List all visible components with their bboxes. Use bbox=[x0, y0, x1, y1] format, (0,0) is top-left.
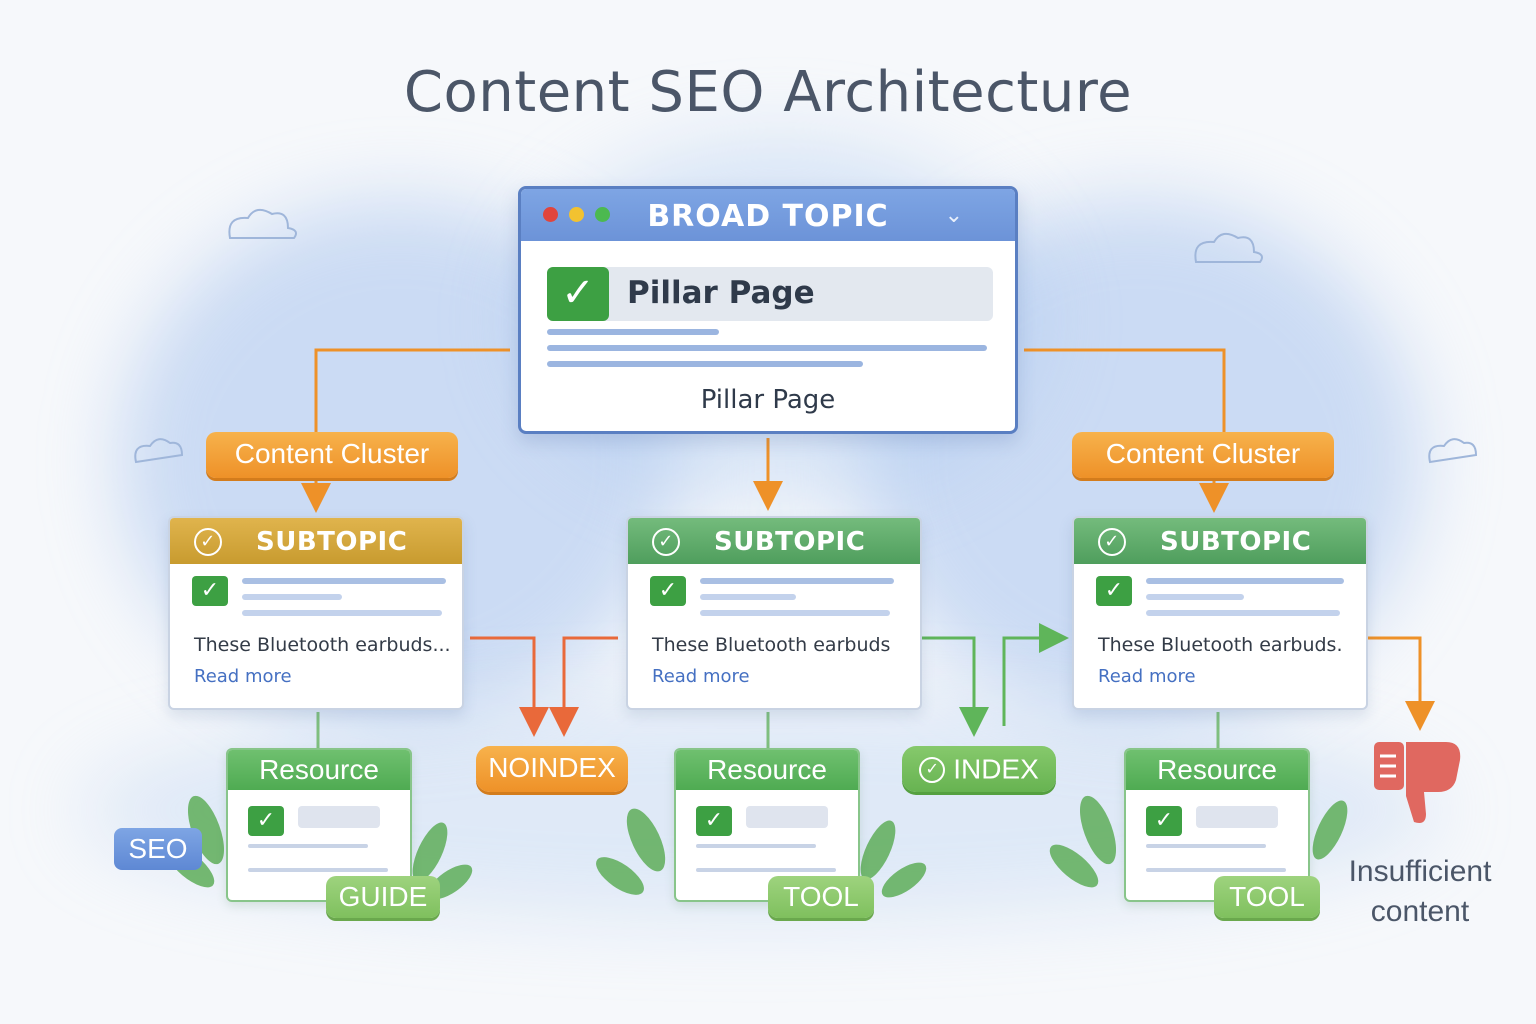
subtopic-snippet: These Bluetooth earbuds bbox=[652, 634, 891, 656]
text-line bbox=[700, 610, 890, 616]
text-line bbox=[242, 594, 342, 600]
broad-topic-title: BROAD TOPIC bbox=[647, 199, 889, 234]
check-circle-icon: ✓ bbox=[194, 528, 222, 556]
text-line bbox=[547, 345, 987, 351]
text-line bbox=[1146, 868, 1286, 872]
text-line bbox=[248, 844, 368, 848]
index-tag: ✓ INDEX bbox=[902, 746, 1056, 792]
subtopic-snippet: These Bluetooth earbuds. bbox=[1098, 634, 1343, 656]
placeholder-bar bbox=[298, 806, 380, 828]
noindex-tag: NOINDEX bbox=[476, 746, 628, 792]
pillar-page-label: Pillar Page bbox=[627, 275, 815, 311]
maximize-dot-icon bbox=[595, 207, 610, 222]
seo-tag: SEO bbox=[114, 828, 202, 870]
resource-card-right[interactable]: Resource ✓ bbox=[1124, 748, 1310, 902]
resource-header: Resource bbox=[676, 750, 858, 790]
check-circle-icon: ✓ bbox=[1098, 528, 1126, 556]
index-label: INDEX bbox=[953, 753, 1039, 785]
pillar-page-window[interactable]: BROAD TOPIC ⌄ ✓ Pillar Page Pillar Page bbox=[518, 186, 1018, 434]
arrow-to-noindex-b bbox=[549, 636, 618, 737]
thumbs-down-icon bbox=[1374, 742, 1461, 823]
subtopic-card-left[interactable]: ✓ SUBTOPIC ✓ These Bluetooth earbuds... … bbox=[168, 516, 464, 710]
subtopic-header: ✓ SUBTOPIC bbox=[628, 518, 920, 564]
close-dot-icon bbox=[543, 207, 558, 222]
text-line bbox=[242, 610, 442, 616]
text-line bbox=[547, 329, 719, 335]
connector-left bbox=[314, 348, 510, 432]
check-icon: ✓ bbox=[696, 806, 732, 836]
check-icon: ✓ bbox=[547, 267, 609, 321]
resource-header: Resource bbox=[1126, 750, 1308, 790]
subtopic-label: SUBTOPIC bbox=[256, 527, 408, 557]
cloud-icon bbox=[228, 208, 297, 239]
subtopic-snippet: These Bluetooth earbuds... bbox=[194, 634, 451, 656]
content-cluster-left[interactable]: Content Cluster bbox=[206, 432, 458, 478]
text-line bbox=[242, 578, 446, 584]
arrow-to-noindex-a bbox=[470, 636, 549, 737]
chevron-down-icon: ⌄ bbox=[944, 203, 963, 228]
subtopic-header: ✓ SUBTOPIC bbox=[1074, 518, 1366, 564]
subtopic-label: SUBTOPIC bbox=[1160, 527, 1312, 557]
text-line bbox=[248, 868, 388, 872]
resource-header: Resource bbox=[228, 750, 410, 790]
check-icon: ✓ bbox=[1096, 576, 1132, 606]
text-line bbox=[1146, 844, 1266, 848]
insufficient-content-label: Insufficient content bbox=[1320, 852, 1520, 932]
text-line bbox=[696, 868, 836, 872]
connector-right bbox=[1024, 348, 1226, 432]
read-more-link[interactable]: Read more bbox=[652, 666, 750, 687]
pillar-page-row: ✓ Pillar Page bbox=[547, 267, 993, 321]
pillar-page-caption: Pillar Page bbox=[700, 385, 836, 415]
placeholder-bar bbox=[1196, 806, 1278, 828]
check-circle-icon: ✓ bbox=[652, 528, 680, 556]
placeholder-bar bbox=[746, 806, 828, 828]
check-icon: ✓ bbox=[650, 576, 686, 606]
check-icon: ✓ bbox=[248, 806, 284, 836]
text-line bbox=[1146, 578, 1344, 584]
content-cluster-right[interactable]: Content Cluster bbox=[1072, 432, 1334, 478]
text-line bbox=[700, 594, 796, 600]
insufficient-line-1: Insufficient bbox=[1348, 855, 1492, 888]
subtopic-label: SUBTOPIC bbox=[714, 527, 866, 557]
read-more-link[interactable]: Read more bbox=[1098, 666, 1196, 687]
check-icon: ✓ bbox=[192, 576, 228, 606]
text-line bbox=[1146, 594, 1244, 600]
arrow-to-index bbox=[914, 636, 989, 737]
cloud-icon bbox=[1194, 232, 1263, 263]
read-more-link[interactable]: Read more bbox=[194, 666, 292, 687]
subtopic-card-right[interactable]: ✓ SUBTOPIC ✓ These Bluetooth earbuds. Re… bbox=[1072, 516, 1368, 710]
text-line bbox=[696, 844, 816, 848]
subtopic-card-center[interactable]: ✓ SUBTOPIC ✓ These Bluetooth earbuds Rea… bbox=[626, 516, 922, 710]
cloud-icon bbox=[1428, 438, 1478, 464]
text-line bbox=[700, 578, 894, 584]
subtopic-header: ✓ SUBTOPIC bbox=[170, 518, 462, 564]
arrow-from-index bbox=[1002, 623, 1069, 726]
tool-tag: TOOL bbox=[768, 876, 874, 918]
text-line bbox=[547, 361, 863, 367]
minimize-dot-icon bbox=[569, 207, 584, 222]
text-line bbox=[1146, 610, 1340, 616]
page-title: Content SEO Architecture bbox=[403, 60, 1133, 125]
arrow-to-insufficient bbox=[1364, 636, 1435, 731]
check-circle-icon: ✓ bbox=[919, 756, 946, 783]
guide-tag: GUIDE bbox=[326, 876, 440, 918]
resource-card-center[interactable]: Resource ✓ bbox=[674, 748, 860, 902]
window-titlebar: BROAD TOPIC ⌄ bbox=[521, 189, 1015, 241]
cloud-icon bbox=[134, 438, 184, 464]
tool-tag: TOOL bbox=[1214, 876, 1320, 918]
check-icon: ✓ bbox=[1146, 806, 1182, 836]
insufficient-line-2: content bbox=[1370, 895, 1470, 928]
